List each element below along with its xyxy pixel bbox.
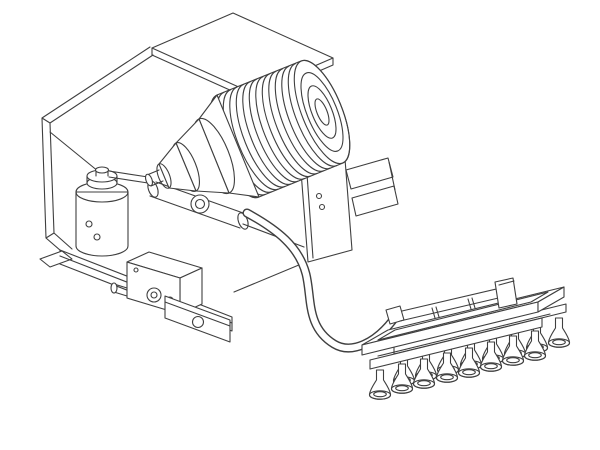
shaft-nipple xyxy=(146,169,164,187)
bottom-bracket-edge xyxy=(164,301,231,327)
cup-bar-front-top xyxy=(377,313,551,357)
bracket-hole xyxy=(191,315,205,329)
base-foot xyxy=(39,250,73,268)
canister-body xyxy=(75,191,129,257)
bolt-hole xyxy=(318,203,326,211)
manifold-ports xyxy=(431,297,476,319)
fan-ring xyxy=(307,85,337,139)
fan-ring xyxy=(314,98,330,126)
gripper-frame-side xyxy=(537,286,565,313)
filter-canister xyxy=(75,166,149,257)
side-frame xyxy=(41,46,154,258)
pump-barrel-end xyxy=(237,212,249,230)
motor-fan-cover xyxy=(293,59,351,165)
bolt-hole xyxy=(315,192,323,200)
fan-ring xyxy=(300,72,344,152)
cup-bar-front xyxy=(369,317,543,370)
side-fitting xyxy=(110,282,118,294)
mounting-bracket-link xyxy=(388,161,396,191)
gripper-bracket-edge xyxy=(498,280,515,286)
box-screw xyxy=(133,267,139,273)
suction-cup xyxy=(368,369,392,400)
manifold xyxy=(385,285,513,325)
gripper-bracket xyxy=(494,277,518,309)
mounting-bracket-upper xyxy=(345,157,394,190)
fan-ring xyxy=(293,59,351,165)
bolt-head xyxy=(93,233,101,241)
control-knob-center xyxy=(150,291,158,299)
suction-cup xyxy=(547,317,571,348)
mounting-bracket-lower xyxy=(351,185,399,217)
shaft-nipple-end xyxy=(144,173,154,187)
suction-gripper xyxy=(361,277,571,400)
canister-tube xyxy=(108,170,149,184)
pump-unit xyxy=(39,12,399,343)
canister-knob xyxy=(94,166,110,174)
motor xyxy=(144,59,351,206)
control-knob xyxy=(146,287,162,303)
gripper-frame-slot xyxy=(377,291,549,341)
shaft-rim xyxy=(156,163,172,189)
bolt-head xyxy=(85,220,93,228)
manifold-tube xyxy=(399,285,510,322)
hose-elbow-fitting xyxy=(385,305,405,325)
pipe-clamp-bore xyxy=(194,198,206,210)
pipe-clamp xyxy=(190,194,210,214)
